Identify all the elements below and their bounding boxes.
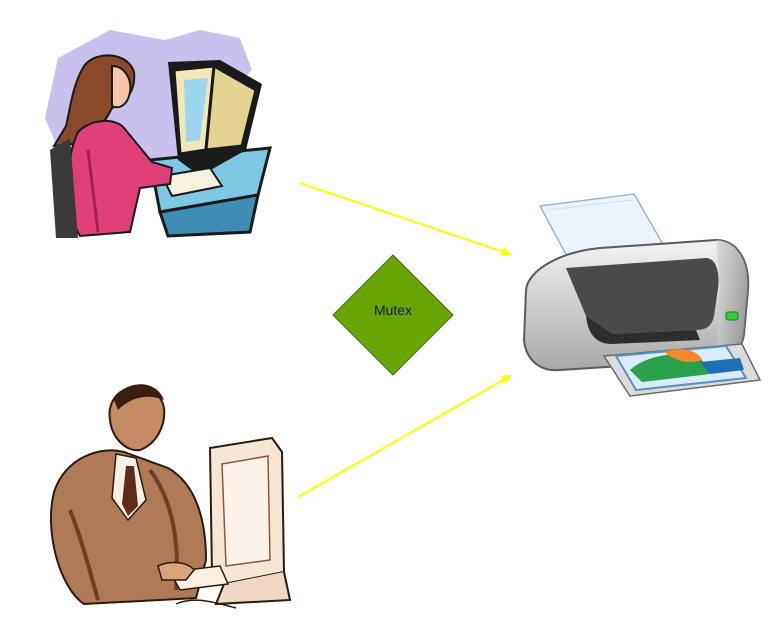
arrow-woman-to-printer — [299, 182, 512, 257]
mutex-diamond — [332, 254, 454, 376]
printer-icon — [522, 193, 762, 397]
arrow-man-to-printer — [297, 375, 512, 498]
mutex-label: Mutex — [373, 302, 413, 318]
woman-computer-icon — [45, 30, 272, 238]
man-computer-icon — [50, 384, 292, 609]
